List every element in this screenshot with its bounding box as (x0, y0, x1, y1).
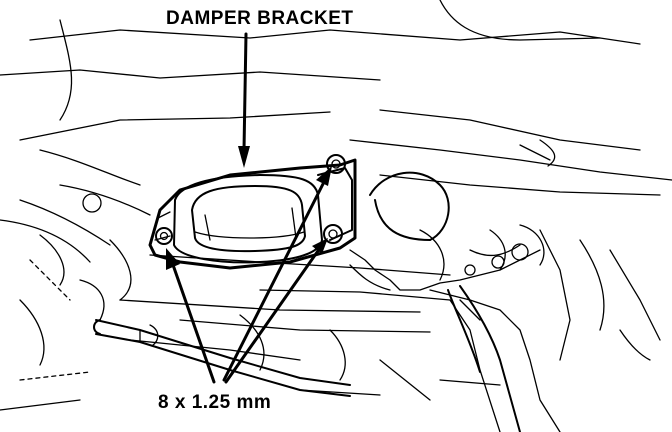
bolt-top-right (326, 154, 346, 174)
damper-bracket-label: DAMPER BRACKET (166, 8, 354, 29)
bolt-callout-arrows (166, 166, 332, 384)
bolt-left (155, 227, 173, 245)
damper-bracket (148, 158, 357, 270)
right-assembly (349, 171, 661, 432)
bolt-size-label: 8 x 1.25 mm (158, 392, 272, 413)
bolt-bottom-right (323, 224, 343, 244)
damper-bracket-arrow (238, 32, 250, 168)
engine-background-lines (0, 0, 672, 411)
lower-rod (93, 319, 351, 397)
